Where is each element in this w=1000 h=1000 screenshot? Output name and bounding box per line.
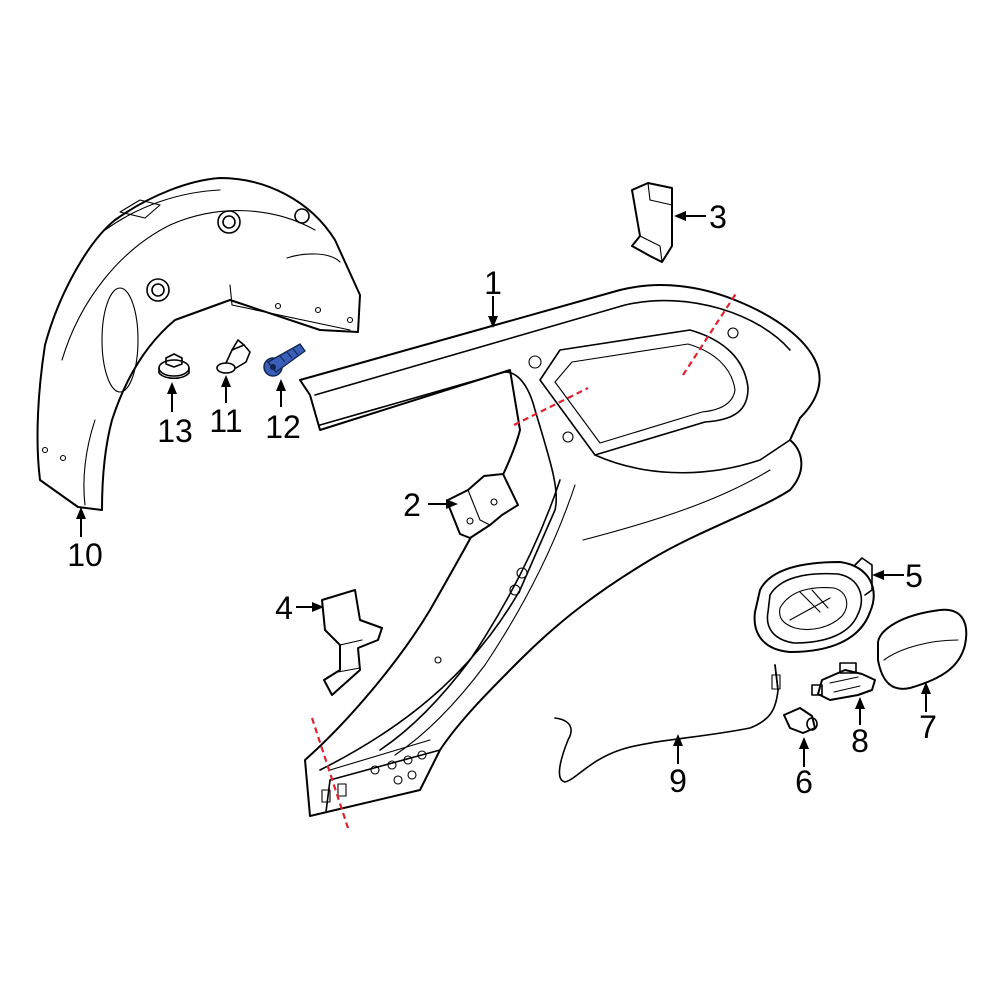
callout-labels: 1 2 3 4 5 6 7 8 9 10 11 12 13 <box>67 199 937 800</box>
callout-11[interactable]: 11 <box>209 403 242 439</box>
callout-4[interactable]: 4 <box>275 590 293 626</box>
callout-arrows <box>76 211 931 767</box>
callout-6[interactable]: 6 <box>795 764 813 800</box>
wheel-liner[interactable] <box>36 177 361 511</box>
bolt-12-highlighted[interactable] <box>263 343 306 377</box>
clip-11[interactable] <box>216 339 251 374</box>
cut-lines <box>310 291 738 829</box>
bracket-4[interactable] <box>321 589 383 696</box>
callout-5[interactable]: 5 <box>905 558 923 594</box>
callout-2[interactable]: 2 <box>403 487 421 523</box>
nut-13[interactable] <box>158 353 190 380</box>
callout-1[interactable]: 1 <box>484 265 502 301</box>
bolt-6[interactable] <box>783 707 818 734</box>
fuel-door-housing[interactable] <box>753 557 875 653</box>
callout-12[interactable]: 12 <box>265 409 301 445</box>
callout-13[interactable]: 13 <box>157 413 193 449</box>
actuator-8[interactable] <box>811 662 876 701</box>
callout-8[interactable]: 8 <box>851 723 869 759</box>
cable-9[interactable] <box>554 664 781 783</box>
bracket-3[interactable] <box>631 182 673 263</box>
quarter-panel[interactable] <box>299 284 821 817</box>
callout-10[interactable]: 10 <box>67 537 103 573</box>
fuel-door[interactable] <box>877 608 968 690</box>
callout-7[interactable]: 7 <box>919 709 937 745</box>
bracket-2[interactable] <box>447 473 519 539</box>
callout-9[interactable]: 9 <box>669 763 687 799</box>
callout-3[interactable]: 3 <box>709 199 727 235</box>
